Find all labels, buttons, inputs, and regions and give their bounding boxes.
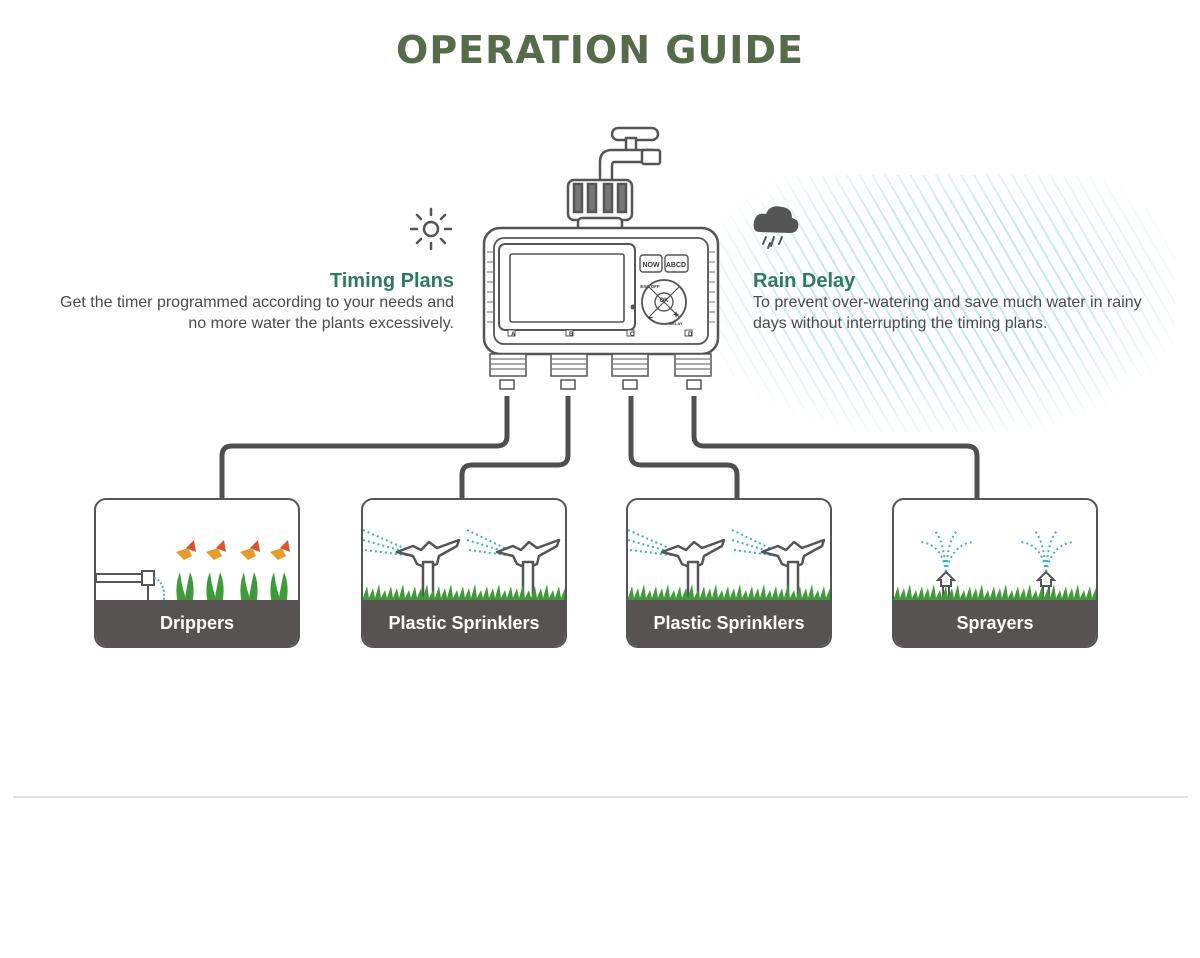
esc-off-button: ESC OFF xyxy=(640,284,660,289)
plus-button: + xyxy=(673,310,679,321)
outlet-label-b: B xyxy=(569,332,574,338)
abcd-button: ABCD xyxy=(666,262,686,269)
rain-cloud-icon xyxy=(753,206,799,249)
card-label: Plastic Sprinklers xyxy=(628,600,830,646)
delay-button: DELAY xyxy=(669,321,683,326)
outlet-label-d: D xyxy=(688,332,693,338)
minus-button: − xyxy=(647,313,653,324)
card-plastic-sprinklers-1: Plastic Sprinklers xyxy=(361,498,567,648)
timing-plans-description: Get the timer programmed according to yo… xyxy=(60,294,454,332)
rain-delay-title: Rain Delay xyxy=(753,270,856,292)
sun-icon xyxy=(409,207,453,251)
card-label: Sprayers xyxy=(894,600,1096,646)
card-plastic-sprinklers-2: Plastic Sprinklers xyxy=(626,498,832,648)
card-drippers: Drippers xyxy=(94,498,300,648)
outlet-label-a: A xyxy=(511,332,516,338)
page-title: OPERATION GUIDE xyxy=(396,28,804,72)
card-label: Plastic Sprinklers xyxy=(363,600,565,646)
timer-body xyxy=(482,226,720,356)
ok-button: OK xyxy=(660,298,670,304)
outlet-label-c: C xyxy=(630,332,635,338)
card-label: Drippers xyxy=(96,600,298,646)
hose-lines xyxy=(219,396,980,498)
timing-plans-title: Timing Plans xyxy=(329,270,454,292)
hose-connector xyxy=(566,178,634,232)
faucet-icon xyxy=(598,126,662,184)
card-sprayers: Sprayers xyxy=(892,498,1098,648)
rain-delay-description: To prevent over-watering and save much w… xyxy=(753,294,1142,332)
divider xyxy=(13,796,1188,798)
now-button: NOW xyxy=(642,262,660,269)
